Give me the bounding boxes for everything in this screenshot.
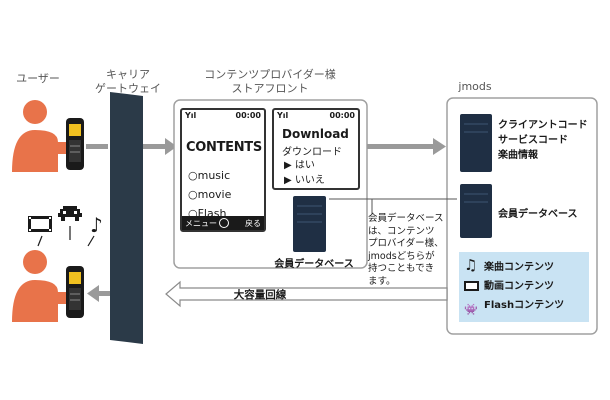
option-item[interactable]: ○music (188, 169, 231, 182)
softkey-menu[interactable]: メニュー (185, 219, 217, 228)
option-item[interactable]: ○movie (188, 188, 232, 201)
clock: 00:00 (235, 111, 261, 120)
arrow-user-to-gateway (86, 144, 108, 149)
user-person-icon-bottom (12, 250, 66, 322)
storefront-db-label: 会員データベース (274, 259, 354, 270)
signal-indicator: Yıl (185, 111, 197, 120)
jmods-server-icon-1 (460, 114, 492, 172)
contents-item-movie: 動画コンテンツ (464, 277, 588, 296)
choice-list: ▶ はい ▶ いいえ (284, 158, 325, 188)
arrow-gateway-to-storefront (143, 138, 177, 155)
download-title: Download (282, 127, 349, 141)
jmods-label: jmods (458, 80, 492, 93)
screen-title: CONTENTS (186, 140, 262, 155)
arrow-storefront-to-jmods (367, 138, 446, 155)
signal-indicator: Yıl (277, 111, 289, 120)
invader-icon (58, 206, 82, 221)
contents-item-flash: 👾 Flashコンテンツ (464, 296, 588, 316)
large-capacity-arrow (165, 280, 448, 308)
large-capacity-label: 大容量回線 (233, 289, 287, 301)
mobile-phone-icon-bottom (66, 266, 84, 318)
choice-yes[interactable]: ▶ はい (284, 160, 315, 171)
arrow-gateway-to-user (87, 285, 110, 302)
film-icon (464, 281, 479, 291)
jmods-server2-label: 会員データベース (498, 209, 578, 220)
film-icon (28, 216, 52, 232)
phone-screen-download: Yıl 00:00 Download ダウンロード ▶ はい ▶ いいえ (272, 108, 360, 190)
download-subtitle: ダウンロード (282, 147, 342, 158)
jmods-server1-labels: クライアントコード サービスコード 楽曲情報 (498, 120, 588, 161)
svg-text:♪: ♪ (90, 213, 103, 237)
carrier-gateway-pillar (110, 92, 143, 344)
db-connector-line (329, 198, 457, 214)
user-label: ユーザー (16, 72, 60, 85)
gateway-label: キャリア ゲートウェイ (95, 68, 161, 95)
music-note-icon: ♫ (464, 256, 478, 274)
invader-icon: 👾 (464, 303, 478, 316)
softkey-bar: メニュー 戻る (182, 216, 264, 230)
mobile-phone-icon-top (66, 118, 84, 170)
option-list: ○music ○movie ○Flash (188, 166, 231, 223)
music-note-icon: ♪ (90, 213, 103, 237)
db-note: 会員データベース は、コンテンツ プロバイダー様、 jmodsどちらが 持つこと… (368, 213, 444, 287)
clock: 00:00 (329, 111, 355, 120)
center-key-icon[interactable] (219, 218, 229, 228)
storefront-label: コンテンツプロバイダー様 ストアフロント (204, 68, 336, 95)
user-person-icon-top (12, 100, 66, 172)
softkey-back[interactable]: 戻る (245, 219, 261, 228)
choice-no[interactable]: ▶ いいえ (284, 175, 325, 186)
contents-item-music: ♫ 楽曲コンテンツ (464, 256, 554, 274)
contents-box-bg (459, 252, 589, 322)
storefront-db-server-icon (293, 196, 326, 252)
jmods-server-icon-2 (460, 184, 492, 238)
phone-screen-contents: Yıl 00:00 CONTENTS ○music ○movie ○Flash … (180, 108, 266, 232)
contents-list: ♫ 楽曲コンテンツ 動画コンテンツ 👾 Flashコンテンツ (464, 256, 588, 316)
